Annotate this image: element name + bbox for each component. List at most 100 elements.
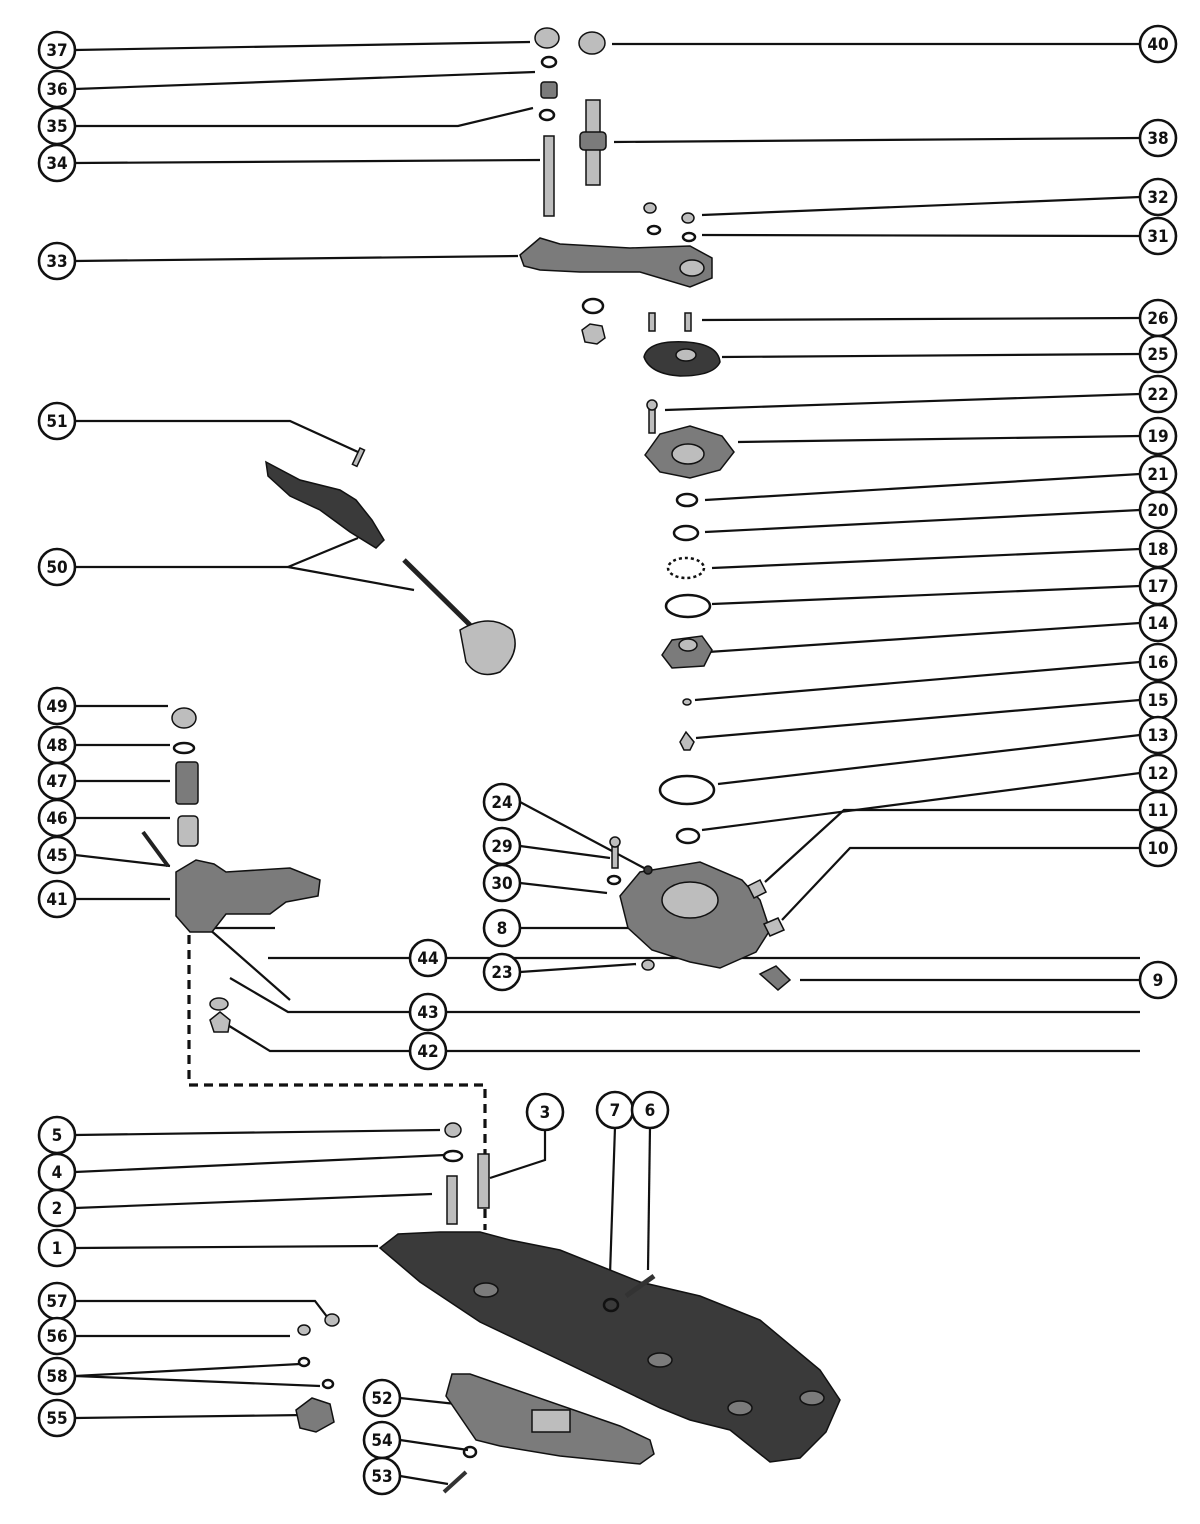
svg-text:35: 35 xyxy=(46,117,67,137)
callout-43: 43 xyxy=(408,992,448,1032)
callout-57: 57 xyxy=(37,1281,77,1321)
callout-20: 20 xyxy=(1138,490,1178,530)
svg-text:5: 5 xyxy=(52,1126,63,1146)
callout-51: 51 xyxy=(37,401,77,441)
callout-12: 12 xyxy=(1138,753,1178,793)
svg-text:38: 38 xyxy=(1147,129,1168,149)
svg-text:21: 21 xyxy=(1147,465,1168,485)
svg-text:2: 2 xyxy=(52,1199,63,1219)
svg-text:33: 33 xyxy=(46,252,67,272)
svg-text:9: 9 xyxy=(1153,971,1164,991)
stud-34 xyxy=(543,135,555,217)
svg-text:4: 4 xyxy=(52,1163,63,1183)
svg-text:1: 1 xyxy=(52,1239,63,1259)
svg-text:52: 52 xyxy=(371,1389,392,1409)
callout-26: 26 xyxy=(1138,298,1178,338)
callout-1: 1 xyxy=(37,1228,77,1268)
callout-19: 19 xyxy=(1138,416,1178,456)
svg-text:25: 25 xyxy=(1147,345,1168,365)
svg-text:50: 50 xyxy=(46,558,67,578)
callout-18: 18 xyxy=(1138,529,1178,569)
callout-56: 56 xyxy=(37,1316,77,1356)
callout-37: 37 xyxy=(37,30,77,70)
callout-24: 24 xyxy=(482,782,522,822)
svg-text:41: 41 xyxy=(46,890,67,910)
callout-21: 21 xyxy=(1138,454,1178,494)
svg-text:14: 14 xyxy=(1147,614,1168,634)
svg-text:17: 17 xyxy=(1147,577,1168,597)
svg-text:19: 19 xyxy=(1147,427,1168,447)
svg-text:7: 7 xyxy=(610,1101,621,1121)
callout-47: 47 xyxy=(37,761,77,801)
svg-text:54: 54 xyxy=(371,1431,392,1451)
svg-text:34: 34 xyxy=(46,154,67,174)
svg-text:51: 51 xyxy=(46,412,67,432)
callout-11: 11 xyxy=(1138,790,1178,830)
callout-41: 41 xyxy=(37,879,77,919)
callout-5: 5 xyxy=(37,1115,77,1155)
svg-text:37: 37 xyxy=(46,41,67,61)
callout-22: 22 xyxy=(1138,374,1178,414)
washer-36 xyxy=(540,55,558,69)
callout-50: 50 xyxy=(37,547,77,587)
svg-text:16: 16 xyxy=(1147,653,1168,673)
callout-2: 2 xyxy=(37,1188,77,1228)
callout-23: 23 xyxy=(482,952,522,992)
svg-text:49: 49 xyxy=(46,697,67,717)
parts xyxy=(141,27,841,1494)
callout-46: 46 xyxy=(37,798,77,838)
svg-text:29: 29 xyxy=(491,837,512,857)
callout-52: 52 xyxy=(362,1378,402,1418)
callout-4: 4 xyxy=(37,1152,77,1192)
svg-text:56: 56 xyxy=(46,1327,67,1347)
callout-35: 35 xyxy=(37,106,77,146)
svg-text:45: 45 xyxy=(46,846,67,866)
callout-31: 31 xyxy=(1138,216,1178,256)
callout-6: 6 xyxy=(630,1090,670,1130)
svg-text:24: 24 xyxy=(491,793,512,813)
svg-text:46: 46 xyxy=(46,809,67,829)
callout-7: 7 xyxy=(595,1090,635,1130)
callout-13: 13 xyxy=(1138,715,1178,755)
sleeve-46 xyxy=(177,815,199,847)
callout-8: 8 xyxy=(482,908,522,948)
svg-text:57: 57 xyxy=(46,1292,67,1312)
svg-text:11: 11 xyxy=(1147,801,1168,821)
callout-42: 42 xyxy=(408,1031,448,1071)
callout-53: 53 xyxy=(362,1456,402,1496)
svg-text:20: 20 xyxy=(1147,501,1168,521)
bracket-41 xyxy=(175,859,321,933)
svg-text:31: 31 xyxy=(1147,227,1168,247)
svg-text:55: 55 xyxy=(46,1409,67,1429)
callout-14: 14 xyxy=(1138,603,1178,643)
svg-text:44: 44 xyxy=(417,949,438,969)
svg-text:48: 48 xyxy=(46,736,67,756)
svg-text:53: 53 xyxy=(371,1467,392,1487)
cable-housing-50 xyxy=(265,460,385,549)
svg-text:30: 30 xyxy=(491,874,512,894)
svg-text:32: 32 xyxy=(1147,188,1168,208)
callouts: 37 36 35 34 33 40 38 32 31 26 25 22 19 2… xyxy=(37,24,1178,1496)
svg-text:26: 26 xyxy=(1147,309,1168,329)
spring-47 xyxy=(175,761,199,805)
nut-40 xyxy=(578,31,606,55)
callout-36: 36 xyxy=(37,69,77,109)
svg-text:42: 42 xyxy=(417,1042,438,1062)
svg-text:12: 12 xyxy=(1147,764,1168,784)
lever-33 xyxy=(519,237,713,288)
svg-text:47: 47 xyxy=(46,772,67,792)
callout-16: 16 xyxy=(1138,642,1178,682)
callout-34: 34 xyxy=(37,143,77,183)
svg-text:6: 6 xyxy=(645,1101,656,1121)
callout-49: 49 xyxy=(37,686,77,726)
callout-55: 55 xyxy=(37,1398,77,1438)
svg-text:3: 3 xyxy=(540,1103,551,1123)
callout-32: 32 xyxy=(1138,177,1178,217)
washer-35 xyxy=(538,108,556,122)
callout-48: 48 xyxy=(37,725,77,765)
callout-33: 33 xyxy=(37,241,77,281)
leader-lines xyxy=(74,40,1141,1486)
callout-3: 3 xyxy=(525,1092,565,1132)
svg-text:43: 43 xyxy=(417,1003,438,1023)
